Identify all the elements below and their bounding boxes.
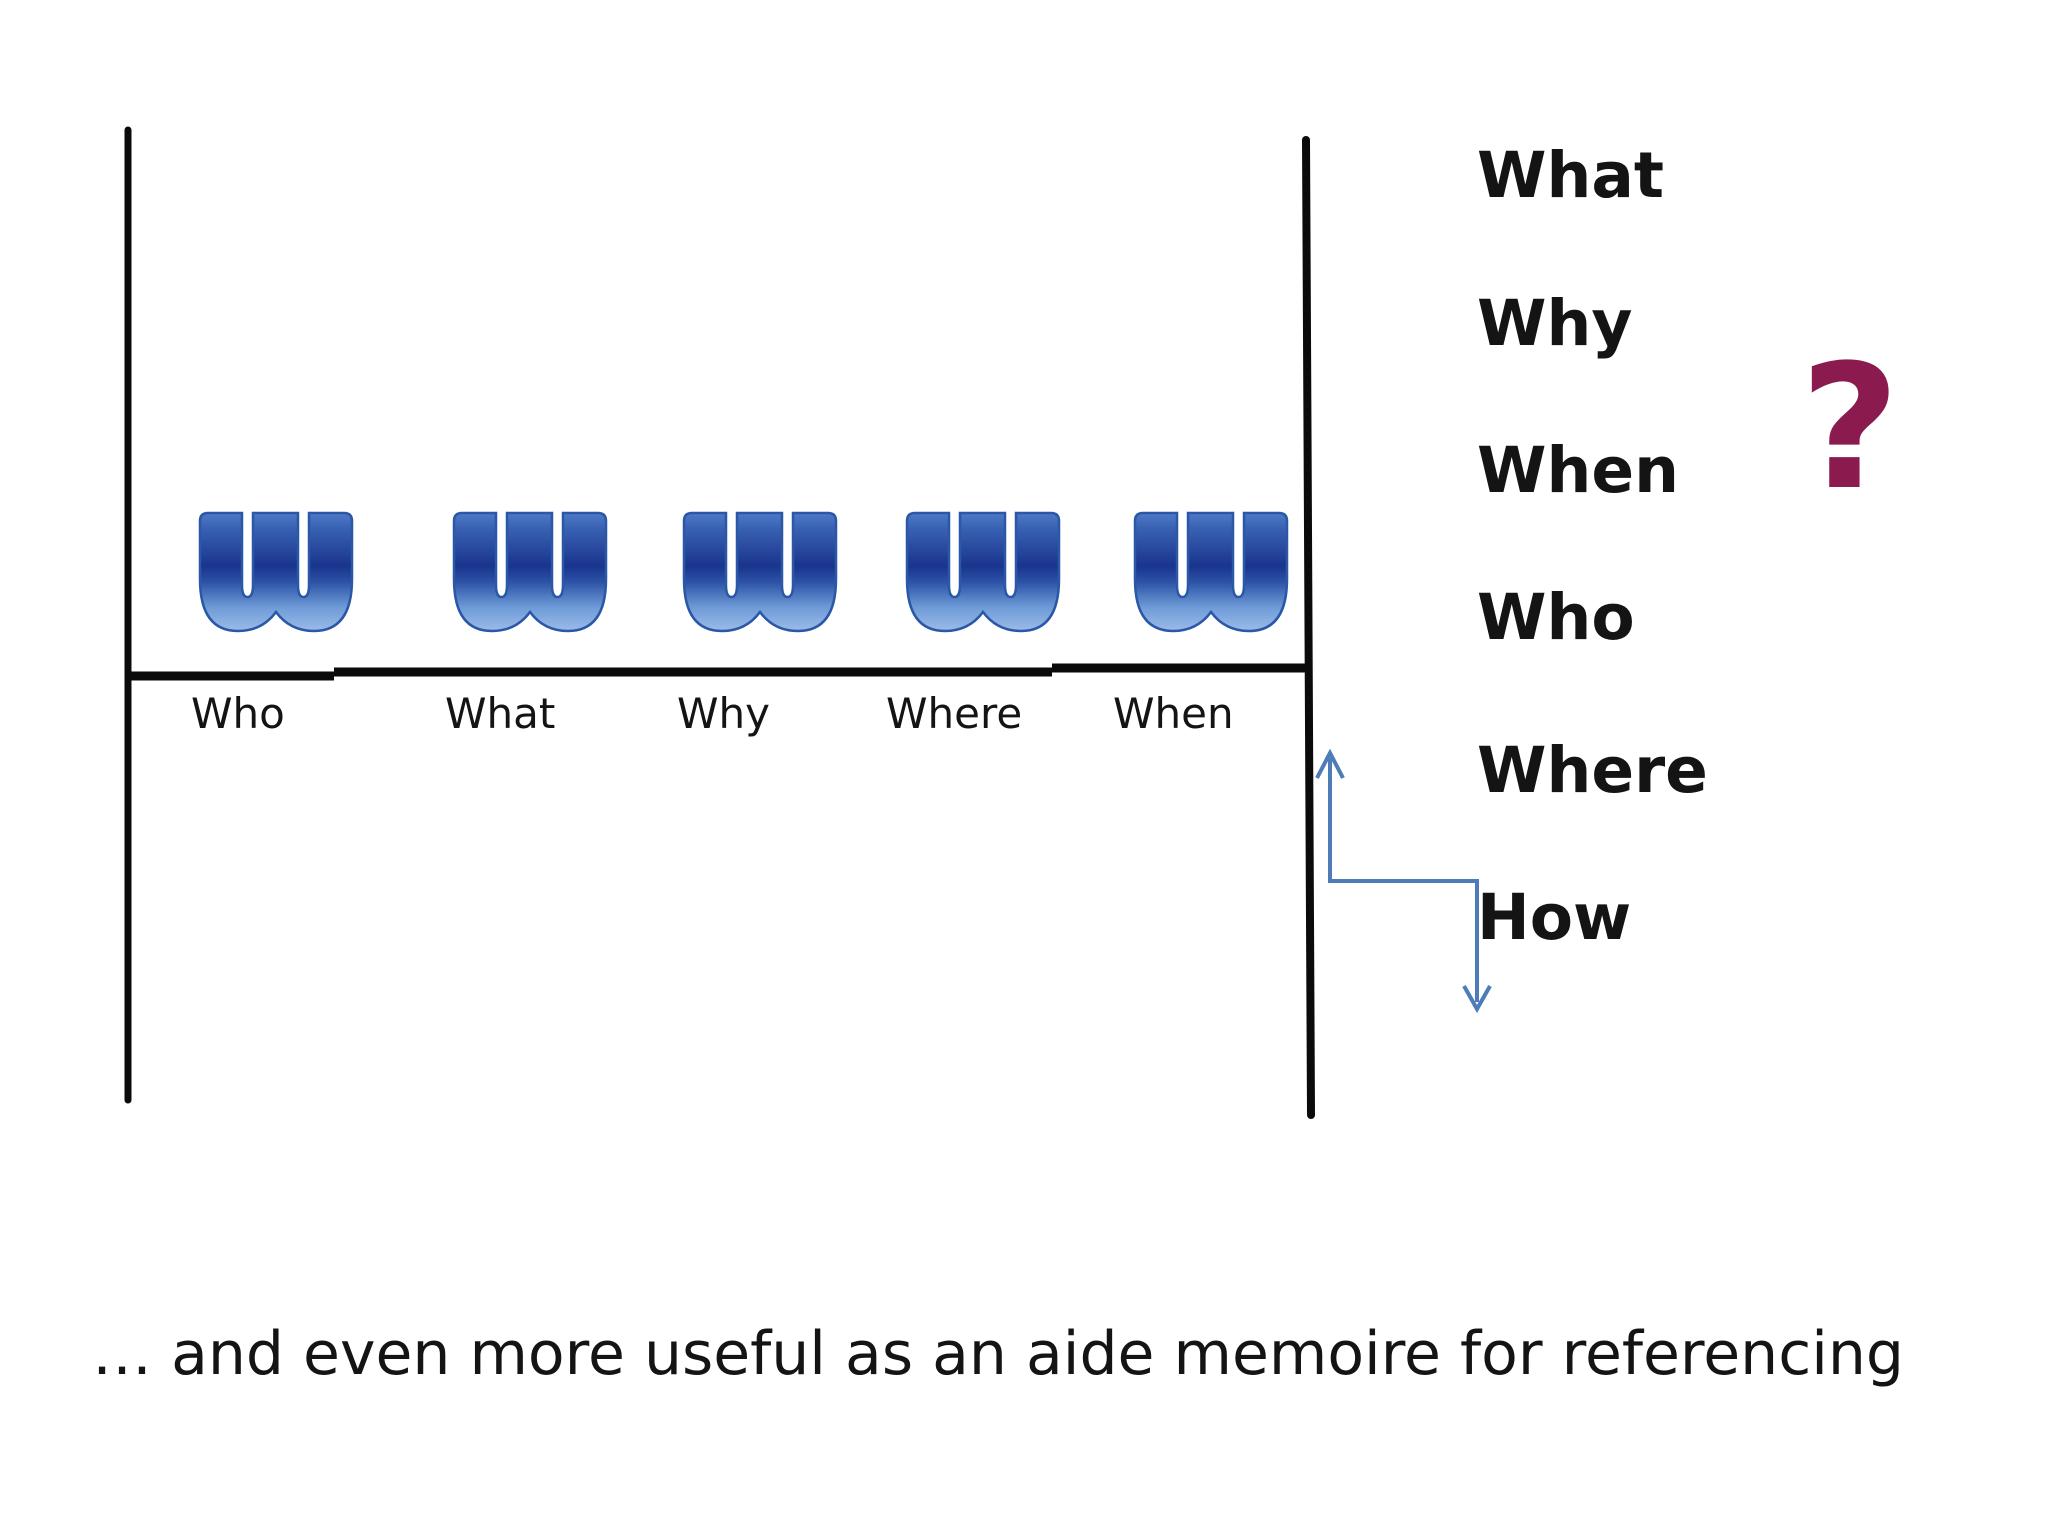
w-letter-icon <box>1133 511 1289 633</box>
w-letter-icon <box>198 511 354 633</box>
right-axis-line <box>1302 136 1315 1119</box>
timeline-label-when: When <box>1113 689 1234 738</box>
w-letter-icon <box>452 511 608 633</box>
step-arrow-line <box>1328 758 1479 1002</box>
w-letter-icon <box>682 511 838 633</box>
arrow-down-head-icon <box>1462 985 1492 1014</box>
list-item-why: Why <box>1477 287 1633 360</box>
list-item-what: What <box>1477 139 1664 212</box>
w-letter-icon <box>905 511 1061 633</box>
list-item-how: How <box>1477 881 1632 954</box>
question-mark: ? <box>1800 327 1900 528</box>
timeline-label-what: What <box>445 689 556 738</box>
timeline-label-why: Why <box>677 689 771 738</box>
list-item-when: When <box>1477 434 1679 507</box>
timeline-label-who: Who <box>191 689 285 738</box>
arrow-up-head-icon <box>1315 748 1345 779</box>
timeline-label-where: Where <box>886 689 1023 738</box>
list-item-where: Where <box>1477 734 1708 807</box>
caption-text: … and even more useful as an aide memoir… <box>92 1319 1904 1389</box>
list-item-who: Who <box>1477 581 1635 654</box>
